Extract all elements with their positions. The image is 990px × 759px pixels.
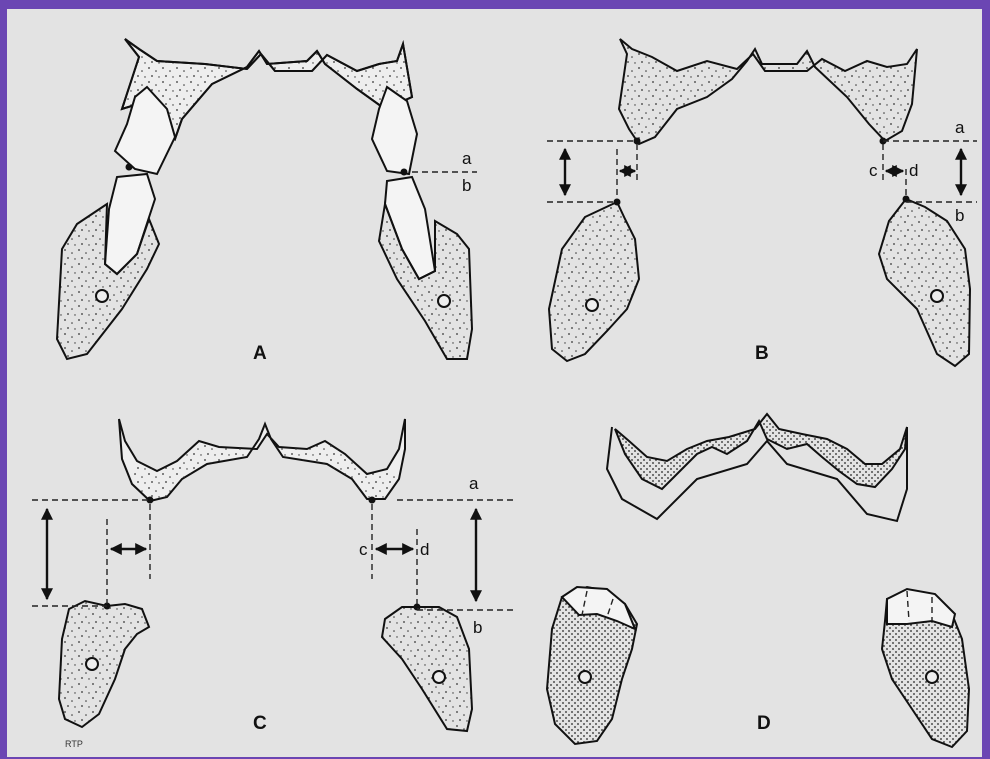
panel-c: a b c d RTP C [32, 419, 517, 749]
panel-b-mark-c: c [869, 161, 878, 180]
figure-frame: a b A a b c d B [7, 9, 982, 757]
panel-c-mark-c: c [359, 540, 368, 559]
signature: RTP [65, 739, 83, 749]
panel-d-maxilla [615, 414, 907, 489]
panel-c-mandible-left [59, 601, 149, 727]
panel-b-mark-b: b [955, 206, 964, 225]
panel-b-mandible-left [549, 202, 639, 361]
panel-c-mandible-right [382, 607, 472, 731]
panel-a-mark-a: a [462, 149, 472, 168]
panel-a-mark-b: b [462, 176, 471, 195]
panel-d-label: D [757, 713, 771, 734]
panel-c-mark-b: b [473, 618, 482, 637]
panel-b-mark-a: a [955, 118, 965, 137]
panel-c-mark-a: a [469, 474, 479, 493]
panel-a-contact-right [401, 169, 408, 176]
panel-b-label: B [755, 343, 769, 364]
panel-a-label: A [253, 343, 267, 364]
figure-svg: a b A a b c d B [7, 9, 982, 757]
panel-a: a b A [57, 39, 477, 364]
panel-c-mark-d: d [420, 540, 429, 559]
panel-b-maxilla [619, 39, 917, 144]
panel-b-mark-d: d [909, 161, 918, 180]
panel-a-contact-left [126, 164, 133, 171]
panel-c-label: C [253, 713, 267, 734]
panel-b: a b c d B [547, 39, 977, 366]
panel-d: D [547, 414, 969, 747]
